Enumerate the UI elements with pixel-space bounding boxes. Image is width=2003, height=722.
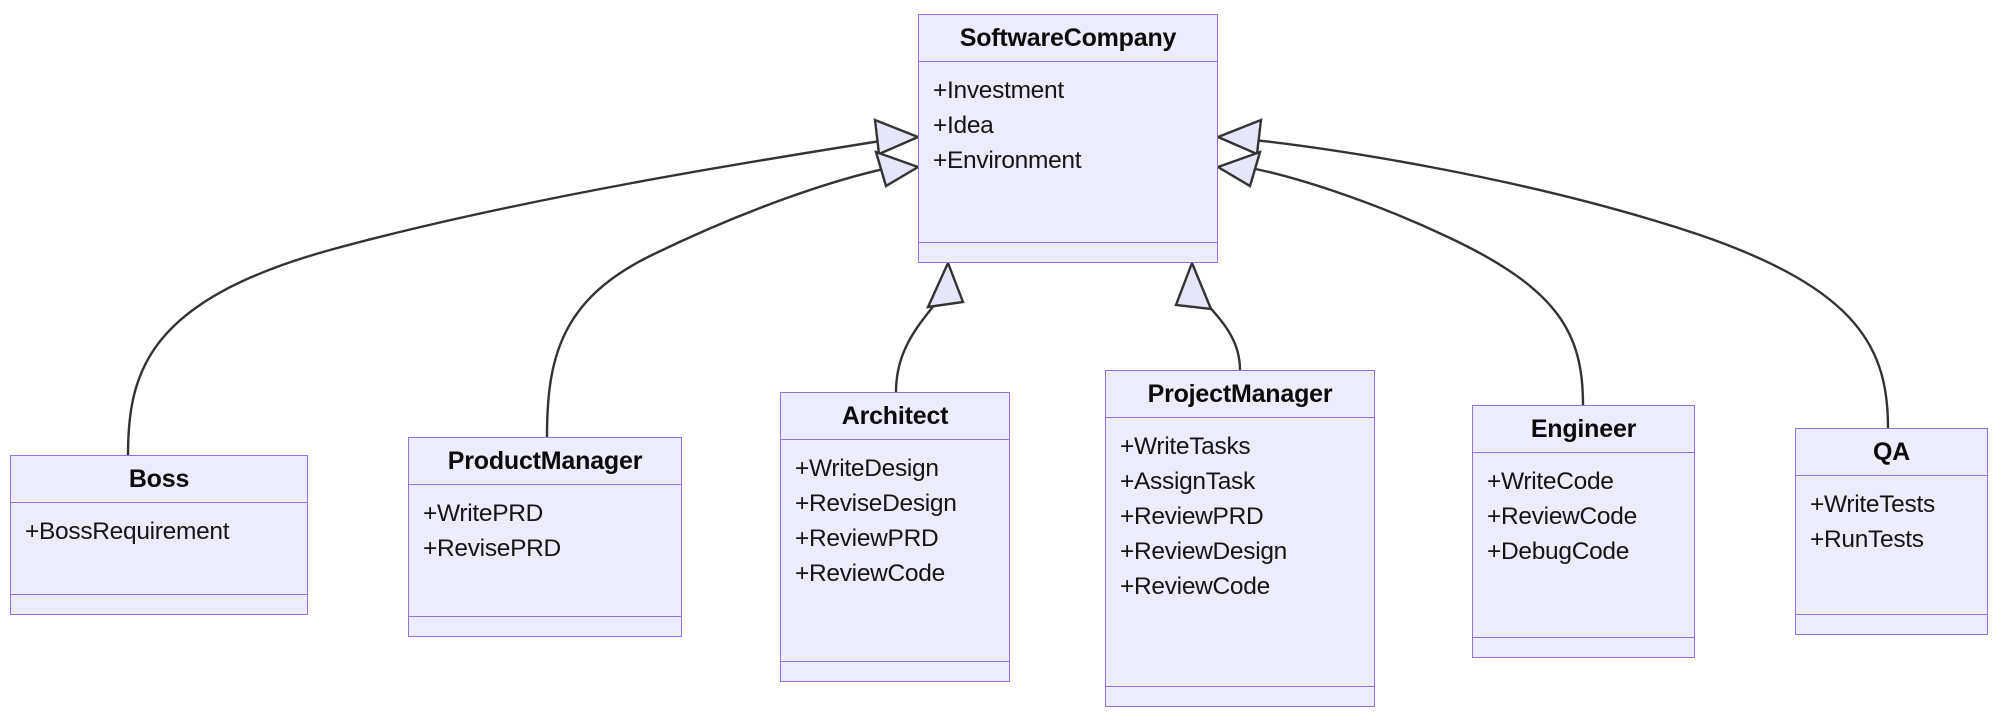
class-attributes-engineer: +WriteCode +ReviewCode +DebugCode [1473,453,1694,638]
class-methods-qa [1796,615,1987,634]
class-attribute: +ReviewCode [795,560,945,588]
class-title-project-manager: ProjectManager [1106,371,1374,418]
generalization-arrowhead-projectmanager [1174,259,1213,311]
class-attribute: +ReviewCode [1487,503,1637,531]
class-attributes-project-manager: +WriteTasks +AssignTask +ReviewPRD +Revi… [1106,418,1374,687]
class-methods-project-manager [1106,687,1374,706]
class-attribute: +WritePRD [423,500,544,527]
class-attribute: +ReviewDesign [1120,538,1288,566]
class-methods-architect [781,662,1009,681]
class-node-software-company[interactable]: SoftwareCompany +Investment +Idea +Envir… [918,14,1218,263]
class-node-product-manager[interactable]: ProductManager +WritePRD +RevisePRD [408,437,682,637]
class-title-engineer: Engineer [1473,406,1694,453]
class-attribute: +WriteCode [1487,468,1614,495]
class-attribute: +Environment [933,147,1082,175]
class-attribute: +RevisePRD [423,535,561,563]
class-node-architect[interactable]: Architect +WriteDesign +ReviseDesign +Re… [780,392,1010,682]
class-title-qa: QA [1796,429,1987,476]
class-node-boss[interactable]: Boss +BossRequirement [10,455,308,615]
class-attribute: +ReviseDesign [795,490,957,518]
class-attribute: +ReviewPRD [795,525,939,553]
class-attribute: +WriteDesign [795,455,939,482]
class-node-project-manager[interactable]: ProjectManager +WriteTasks +AssignTask +… [1105,370,1375,707]
class-attributes-qa: +WriteTests +RunTests [1796,476,1987,615]
class-attribute: +Investment [933,77,1064,104]
class-attribute: +Idea [933,112,994,140]
class-attributes-architect: +WriteDesign +ReviseDesign +ReviewPRD +R… [781,440,1009,662]
class-attribute: +WriteTasks [1120,433,1251,460]
edge-projectmanager-to-softwarecompany [1191,285,1242,371]
class-attribute: +AssignTask [1120,468,1255,496]
generalization-arrowhead-productmanager [874,150,921,188]
class-methods-software-company [919,243,1217,262]
class-attributes-software-company: +Investment +Idea +Environment [919,62,1217,243]
edge-boss-to-softwarecompany [126,137,894,456]
class-title-boss: Boss [11,456,307,503]
class-attribute: +ReviewCode [1120,573,1270,601]
class-title-product-manager: ProductManager [409,438,681,485]
generalization-arrowhead-boss [873,118,922,156]
class-title-architect: Architect [781,393,1009,440]
class-methods-engineer [1473,638,1694,657]
class-attribute: +DebugCode [1487,538,1630,566]
class-methods-product-manager [409,617,681,636]
class-attribute: +RunTests [1810,526,1924,554]
generalization-arrowhead-engineer [1215,150,1262,188]
generalization-arrowhead-qa [1214,118,1263,156]
class-title-software-company: SoftwareCompany [919,15,1217,62]
class-attribute: +ReviewPRD [1120,503,1264,531]
class-attributes-boss: +BossRequirement [11,503,307,595]
class-attributes-product-manager: +WritePRD +RevisePRD [409,485,681,617]
generalization-arrowhead-architect [926,259,965,309]
class-node-engineer[interactable]: Engineer +WriteCode +ReviewCode +DebugCo… [1472,405,1695,658]
class-attribute: +WriteTests [1810,491,1935,518]
class-node-qa[interactable]: QA +WriteTests +RunTests [1795,428,1988,635]
class-attribute: +BossRequirement [25,518,230,545]
class-methods-boss [11,595,307,614]
edge-architect-to-softwarecompany [894,285,950,393]
